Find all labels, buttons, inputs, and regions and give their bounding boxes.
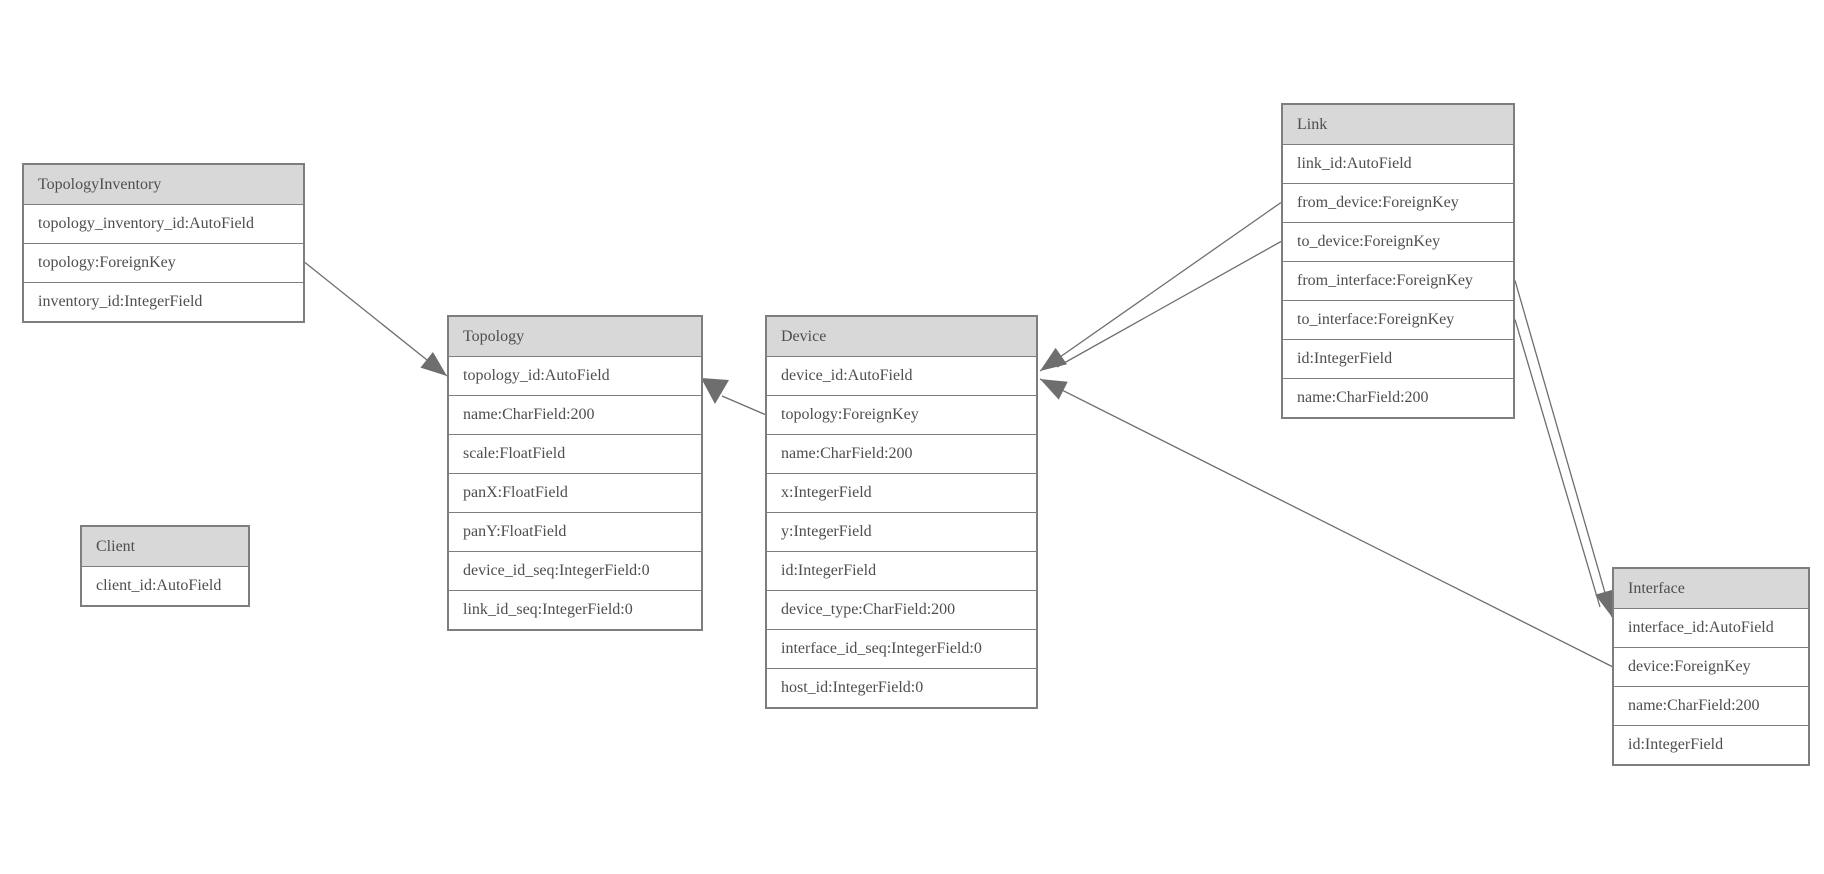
- field-row: topology_inventory_id:AutoField: [24, 204, 303, 243]
- field-row: inventory_id:IntegerField: [24, 282, 303, 321]
- field-row: y:IntegerField: [767, 512, 1036, 551]
- field-row: interface_id_seq:IntegerField:0: [767, 629, 1036, 668]
- field-row: interface_id:AutoField: [1614, 608, 1808, 647]
- field-row: device:ForeignKey: [1614, 647, 1808, 686]
- entity-device: Device device_id:AutoField topology:Fore…: [765, 315, 1038, 709]
- field-row: from_interface:ForeignKey: [1283, 261, 1513, 300]
- edge-link-to-device-to-device: [1056, 240, 1282, 368]
- field-row: topology_id:AutoField: [449, 356, 701, 395]
- field-row: panX:FloatField: [449, 473, 701, 512]
- entity-device-title: Device: [767, 317, 1036, 356]
- edge-device-to-topology: [721, 395, 766, 416]
- field-row: name:CharField:200: [449, 395, 701, 434]
- field-row: name:CharField:200: [1614, 686, 1808, 725]
- field-row: client_id:AutoField: [82, 566, 248, 605]
- entity-interface-title: Interface: [1614, 569, 1808, 608]
- field-row: name:CharField:200: [767, 434, 1036, 473]
- field-row: id:IntegerField: [1614, 725, 1808, 764]
- field-row: x:IntegerField: [767, 473, 1036, 512]
- entity-link-title: Link: [1283, 105, 1513, 144]
- arrowhead-device-to-topology-icon: [701, 378, 729, 404]
- field-row: id:IntegerField: [1283, 339, 1513, 378]
- field-row: to_interface:ForeignKey: [1283, 300, 1513, 339]
- edge-link-to-interface-to-interface: [1514, 319, 1601, 608]
- field-row: device_id:AutoField: [767, 356, 1036, 395]
- field-row: to_device:ForeignKey: [1283, 222, 1513, 261]
- field-row: topology:ForeignKey: [24, 243, 303, 282]
- entity-topologyinventory: TopologyInventory topology_inventory_id:…: [22, 163, 305, 323]
- field-row: id:IntegerField: [767, 551, 1036, 590]
- entity-topology-title: Topology: [449, 317, 701, 356]
- entity-client: Client client_id:AutoField: [80, 525, 250, 607]
- entity-interface: Interface interface_id:AutoField device:…: [1612, 567, 1810, 766]
- field-row: device_id_seq:IntegerField:0: [449, 551, 701, 590]
- entity-topologyinventory-title: TopologyInventory: [24, 165, 303, 204]
- edge-link-from-device-to-device: [1039, 201, 1282, 372]
- edge-link-from-interface-to-interface: [1514, 280, 1615, 618]
- field-row: scale:FloatField: [449, 434, 701, 473]
- field-row: link_id_seq:IntegerField:0: [449, 590, 701, 629]
- field-row: host_id:IntegerField:0: [767, 668, 1036, 707]
- edge-interface-device-to-device: [1039, 378, 1613, 668]
- field-row: topology:ForeignKey: [767, 395, 1036, 434]
- field-row: name:CharField:200: [1283, 378, 1513, 417]
- field-row: panY:FloatField: [449, 512, 701, 551]
- entity-topology: Topology topology_id:AutoField name:Char…: [447, 315, 703, 631]
- field-row: link_id:AutoField: [1283, 144, 1513, 183]
- edge-topologyinventory-to-topology: [304, 261, 448, 377]
- entity-client-title: Client: [82, 527, 248, 566]
- field-row: device_type:CharField:200: [767, 590, 1036, 629]
- field-row: from_device:ForeignKey: [1283, 183, 1513, 222]
- entity-link: Link link_id:AutoField from_device:Forei…: [1281, 103, 1515, 419]
